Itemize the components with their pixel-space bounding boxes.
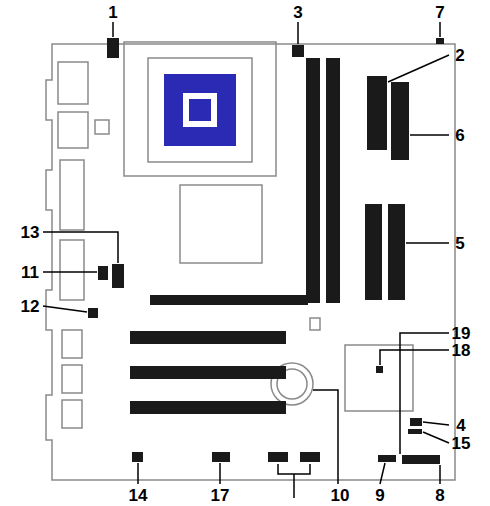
connector [132, 452, 143, 462]
leader-line [423, 422, 449, 425]
callout-number: 6 [455, 127, 464, 144]
led-connector [408, 429, 422, 434]
audio-jack [62, 365, 82, 393]
callout-number: 11 [21, 264, 39, 281]
leader-line [219, 463, 221, 484]
leader-line [43, 271, 97, 273]
dimm-slot [306, 58, 320, 303]
leader-line [112, 22, 114, 37]
callout-number: 14 [129, 487, 148, 504]
connector [88, 308, 98, 318]
callout-number: 10 [331, 487, 350, 504]
callout-number: 18 [452, 342, 471, 359]
leader-line [43, 306, 87, 312]
leader-line [43, 232, 118, 263]
callout-number: 7 [435, 4, 444, 21]
fan-connector [436, 38, 444, 44]
connector [212, 452, 230, 462]
agp-slot [150, 295, 308, 305]
callout-number: 17 [211, 487, 230, 504]
pci-slot [130, 331, 286, 344]
pci-slot [130, 401, 286, 414]
northbridge-chip [180, 185, 262, 263]
callout-number: 13 [21, 224, 40, 241]
leader-line [406, 242, 449, 244]
leader-line [400, 333, 449, 454]
cpu-die-ring [183, 93, 217, 127]
leader-line [388, 55, 449, 82]
callout-number: 5 [455, 235, 464, 252]
leader-line [297, 22, 299, 44]
usb-header [300, 452, 320, 462]
dimm-slot [326, 58, 340, 303]
io-port [58, 62, 88, 104]
ide-connector [365, 204, 382, 300]
callout-number: 8 [435, 487, 444, 504]
bracket [278, 464, 310, 474]
leader-line [439, 22, 441, 37]
io-port [58, 112, 88, 148]
callout-number: 9 [375, 487, 384, 504]
power-connector [107, 38, 119, 58]
callout-number: 2 [455, 47, 464, 64]
cpu-socket [148, 58, 252, 162]
leader-line [380, 350, 449, 365]
fan-connector [410, 418, 422, 426]
cpu-frame [124, 42, 276, 176]
usb-header [268, 452, 288, 462]
board-outline [46, 42, 455, 480]
leader-line [313, 390, 338, 484]
callout-number: 4 [456, 417, 465, 434]
leader-line [137, 463, 139, 484]
bracket [293, 474, 295, 498]
component [310, 318, 320, 330]
southbridge-chip [345, 345, 413, 411]
audio-connector [98, 266, 108, 280]
leader-lines [43, 22, 449, 498]
callout-number: 12 [21, 298, 40, 315]
cpu-die-area [164, 74, 236, 146]
audio-jack [62, 330, 82, 358]
connector [378, 455, 396, 462]
io-port [60, 160, 84, 230]
cd-in-connector [112, 264, 124, 288]
leader-line [423, 432, 449, 443]
pcb-edge [46, 44, 455, 480]
leader-line [439, 465, 441, 484]
callout-number: 3 [293, 4, 302, 21]
front-panel-header [402, 455, 440, 464]
pci-slot [130, 366, 286, 379]
jumper [376, 366, 383, 373]
cpu-die [189, 99, 211, 121]
ide-connector [388, 204, 405, 300]
io-port [60, 240, 84, 300]
fan-connector [292, 45, 304, 57]
audio-jack [62, 400, 82, 428]
callout-number: 19 [452, 325, 471, 342]
component [95, 120, 109, 134]
callout-number: 15 [452, 435, 471, 452]
callout-number: 1 [108, 4, 117, 21]
floppy-connector [391, 82, 409, 160]
atx-power-connector [367, 76, 387, 150]
connectors [88, 38, 444, 464]
leader-line [410, 134, 449, 136]
leader-line [380, 463, 385, 484]
